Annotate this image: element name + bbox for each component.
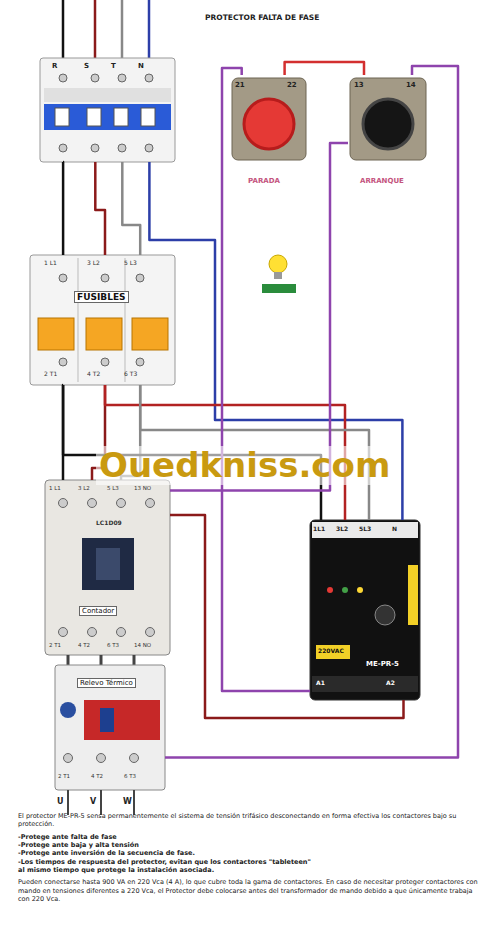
terminal-label: 1 L1 (44, 260, 57, 267)
wire (122, 162, 140, 255)
wire (285, 62, 364, 75)
output-phase: W (123, 797, 132, 806)
terminal-label: 3 L2 (87, 260, 100, 267)
terminal-label: 3L2 (336, 526, 348, 533)
node-label: Relevo Térmico (77, 678, 136, 688)
wire (170, 515, 404, 718)
node-label: Contador (79, 606, 117, 616)
diagram-title: PROTECTOR FALTA DE FASE (205, 14, 319, 23)
contactor: Contador (45, 480, 170, 655)
terminal-number: 13 (354, 81, 364, 89)
node-label: R (52, 62, 57, 70)
terminal-label: 4 T2 (78, 642, 90, 648)
node-label: PARADA (248, 177, 280, 185)
node-label: S (84, 62, 89, 70)
terminal-label: 13 NO (134, 485, 151, 491)
phase-protector: ME-PR-5 (310, 520, 420, 700)
terminal-label: 1 L1 (49, 485, 61, 491)
terminal-label: A1 (316, 680, 325, 687)
circuit-breaker: RSTN (40, 52, 175, 162)
terminal-label: 4 T2 (91, 773, 103, 779)
terminal-label: 6 T3 (107, 642, 119, 648)
output-phase: V (90, 797, 96, 806)
terminal-label: 6 T3 (124, 371, 137, 378)
caption: El protector ME-PR-5 sensa permanentemen… (18, 812, 482, 829)
wire (62, 162, 65, 255)
thermal-relay: Relevo Térmico (55, 665, 165, 790)
wire (95, 162, 105, 255)
terminal-label: 5 L3 (124, 260, 137, 267)
terminal-label: 2 T1 (49, 642, 61, 648)
caption-area: El protector ME-PR-5 sensa permanentemen… (18, 812, 482, 903)
output-phase: U (57, 797, 64, 806)
note-text: -Protege ante inversión de la secuencia … (18, 849, 482, 857)
note-text: Pueden conectarse hasta 900 VA en 220 Vc… (18, 878, 482, 903)
node-label: FUSIBLES (74, 291, 129, 303)
stop-button: PARADA (230, 75, 308, 195)
voltage-label: 220VAC (318, 648, 344, 655)
terminal-label: A2 (386, 680, 395, 687)
terminal-number: 22 (287, 81, 297, 89)
terminal-label: N (392, 526, 397, 533)
node-label: T (111, 62, 116, 70)
node-label: ARRANQUE (360, 177, 404, 185)
terminal-label: 2 T1 (44, 371, 57, 378)
terminal-label: 6 T3 (124, 773, 136, 779)
wire (170, 143, 348, 491)
terminal-number: 14 (406, 81, 416, 89)
watermark: Ouedkniss.com (96, 446, 393, 485)
terminal-label: 3 L2 (78, 485, 90, 491)
note-text: -Protege ante baja y alta tensión (18, 841, 482, 849)
terminal-label: 14 NO (134, 642, 151, 648)
terminal-label: 2 T1 (58, 773, 70, 779)
start-button: ARRANQUE (348, 75, 428, 195)
note-text: -Protege ante falta de fase (18, 833, 482, 841)
terminal-number: 21 (235, 81, 245, 89)
terminal-label: 5 L3 (107, 485, 119, 491)
node-label: N (138, 62, 144, 70)
terminal-label: 4 T2 (87, 371, 100, 378)
model-label: LC1D09 (96, 520, 122, 527)
node-label: ME-PR-5 (366, 660, 399, 668)
fuse-holder: FUSIBLES (30, 255, 175, 385)
wire (165, 66, 458, 758)
terminal-label: 5L3 (359, 526, 371, 533)
wire (222, 68, 310, 691)
note-text: -Los tiempos de respuesta del protector,… (18, 858, 318, 875)
terminal-label: 1L1 (313, 526, 325, 533)
